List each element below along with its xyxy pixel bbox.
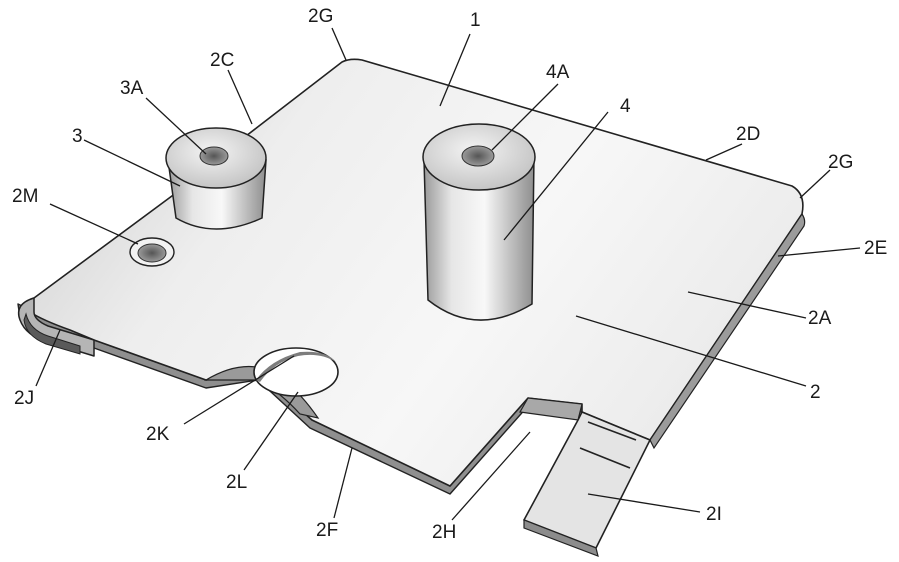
label-2G-top: 2G — [308, 6, 333, 27]
boss-3-thread-3A — [199, 146, 229, 166]
label-3: 3 — [72, 126, 83, 147]
tab-2I-bend-line-1 — [587, 421, 637, 441]
label-2J: 2J — [14, 388, 34, 409]
label-3A: 3A — [120, 78, 144, 99]
reference-labels: 1 4A 4 2G 2C 3A 3 2M 2D 2G 2E 2A 2 2J 2K… — [12, 6, 887, 543]
label-2H: 2H — [432, 522, 456, 543]
label-2I: 2I — [706, 504, 722, 525]
plate-top-surface — [25, 58, 804, 487]
hole-2M-thread — [137, 243, 167, 263]
label-2C: 2C — [210, 50, 234, 71]
label-2K: 2K — [146, 424, 170, 445]
label-2A: 2A — [808, 308, 832, 329]
label-1: 1 — [470, 10, 481, 31]
label-2E: 2E — [864, 238, 887, 259]
hole-2K-rim — [256, 351, 336, 382]
label-2L: 2L — [226, 472, 247, 493]
leader-lines — [35, 27, 861, 521]
standoff-4-body — [423, 155, 535, 321]
hem-2J-inner — [23, 312, 81, 355]
label-2M: 2M — [12, 186, 38, 207]
tab-2I-bend-line-2 — [579, 447, 631, 469]
slot-2H — [519, 397, 583, 421]
plate-right-edge — [649, 212, 806, 450]
standoff-4-thread-4A — [461, 145, 495, 167]
label-4: 4 — [620, 96, 631, 117]
label-2F: 2F — [316, 520, 338, 541]
label-2D: 2D — [736, 124, 760, 145]
label-2: 2 — [810, 382, 821, 403]
tab-2I-edge — [523, 519, 599, 557]
label-4A: 4A — [546, 62, 570, 83]
label-2G-right: 2G — [828, 152, 853, 173]
